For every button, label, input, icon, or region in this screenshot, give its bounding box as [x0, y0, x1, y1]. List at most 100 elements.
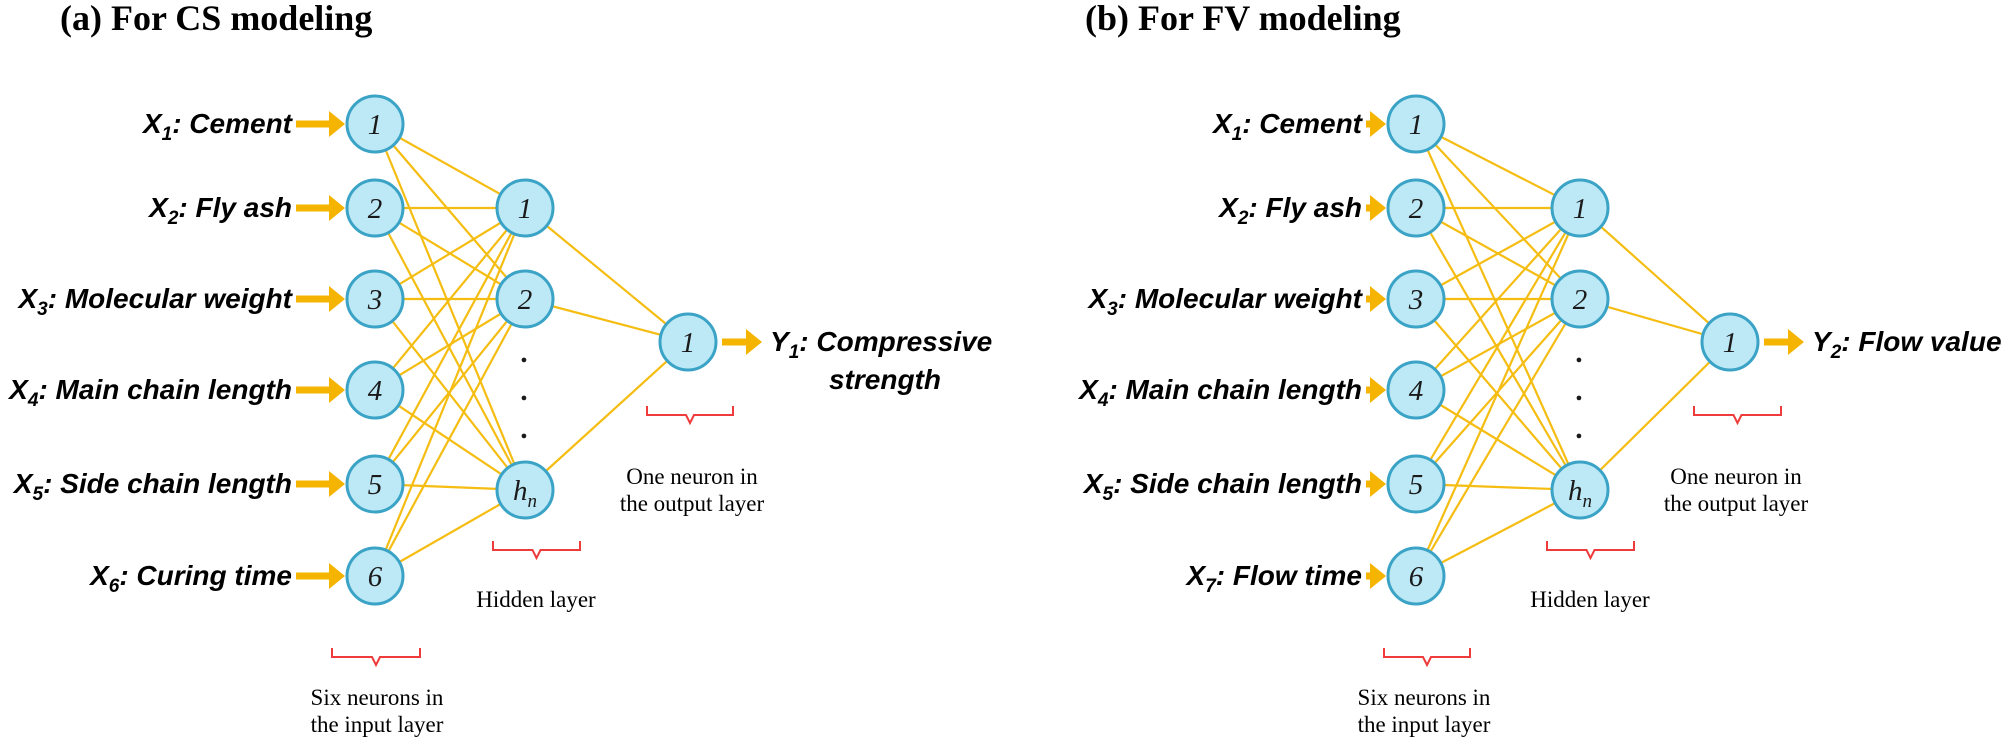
ellipsis-dot: . — [521, 413, 528, 445]
neuron-label: 4 — [1409, 375, 1424, 407]
ellipsis-dot: . — [521, 375, 528, 407]
edge-input-1-hidden-3 — [1414, 123, 1582, 491]
hidden-neuron-2: 2 — [495, 269, 555, 329]
input-arrow-head — [1370, 286, 1386, 312]
hidden-layer-caption-line: Hidden layer — [476, 587, 596, 612]
input-label: X7: Flow time — [1185, 560, 1363, 597]
output-layer-caption-line: One neuron in — [626, 464, 758, 489]
neuron-circle — [1386, 94, 1446, 154]
hidden-layer-caption: Hidden layer — [1530, 587, 1650, 612]
output-arrow-head — [746, 329, 762, 355]
input-arrow-head — [329, 111, 345, 137]
edge-input-4-hidden-1 — [374, 207, 526, 391]
neuron-circle — [1386, 360, 1446, 420]
edge-hidden-1-output — [1579, 207, 1731, 343]
input-neuron-2: 2 — [345, 178, 405, 238]
input-layer-caption-line: Six neurons in — [311, 685, 444, 710]
neuron-label: 3 — [367, 284, 383, 316]
neuron-circle — [345, 269, 405, 329]
input-arrow-head — [329, 286, 345, 312]
hidden-neuron-2: 2 — [1550, 269, 1610, 329]
input-neuron-5: 5 — [345, 454, 405, 514]
neuron-circle — [1550, 269, 1610, 329]
input-arrow-head — [1370, 195, 1386, 221]
input-label: X6: Curing time — [88, 560, 292, 597]
neuron-label: 2 — [1573, 284, 1588, 316]
hidden-neuron-3: hn — [495, 460, 555, 520]
output-layer-bracket — [1693, 406, 1782, 426]
neuron-label: hn — [1568, 475, 1592, 512]
input-neuron-1: 1 — [1386, 94, 1446, 154]
input-label: X5: Side chain length — [1082, 468, 1362, 505]
output-neuron: 1 — [1700, 312, 1760, 372]
input-neuron-4: 4 — [345, 360, 405, 420]
edge-input-6-hidden-1 — [373, 207, 527, 577]
neuron-circle — [1550, 460, 1610, 520]
neuron-circle — [345, 454, 405, 514]
hidden-layer-caption: Hidden layer — [476, 587, 596, 612]
input-layer-bracket — [1383, 648, 1471, 668]
neuron-circle — [495, 460, 555, 520]
edge-input-4-hidden-1 — [1415, 207, 1581, 391]
neuron-label: 6 — [1409, 561, 1424, 593]
hidden-layer-bracket — [492, 541, 581, 561]
hidden-neuron-3: hn — [1550, 460, 1610, 520]
output-arrow-head — [1788, 329, 1804, 355]
neuron-circle — [1386, 454, 1446, 514]
output-layer-caption-line: the output layer — [1664, 491, 1809, 516]
hidden-layer-caption-line: Hidden layer — [1530, 587, 1650, 612]
panel-title: (a) For CS modeling — [60, 0, 372, 38]
edge-hidden-1-output — [524, 207, 689, 343]
input-layer-caption-line: Six neurons in — [1358, 685, 1491, 710]
input-label: X4: Main chain length — [1077, 374, 1362, 411]
edge-input-6-hidden-2 — [1415, 298, 1581, 577]
ellipsis-dot: . — [1576, 375, 1583, 407]
edge-input-6-hidden-1 — [1414, 207, 1582, 577]
neuron-label: 5 — [1409, 469, 1424, 501]
edge-input-4-hidden-3 — [374, 389, 526, 491]
neuron-circle — [495, 178, 555, 238]
neuron-label: 1 — [1409, 109, 1424, 141]
neuron-label: 1 — [681, 327, 696, 359]
neuron-circle — [658, 312, 718, 372]
input-arrow-head — [1370, 471, 1386, 497]
input-neuron-4: 4 — [1386, 360, 1446, 420]
edge-input-5-hidden-1 — [374, 207, 526, 485]
ellipsis-dot: . — [1576, 337, 1583, 369]
input-layer-caption-line: the input layer — [311, 712, 444, 737]
input-neuron-2: 2 — [1386, 178, 1446, 238]
neuron-circle — [345, 94, 405, 154]
neuron-label: hn — [513, 475, 537, 512]
neuron-label: 2 — [1409, 193, 1424, 225]
hidden-neuron-1: 1 — [1550, 178, 1610, 238]
input-arrow-head — [1370, 563, 1386, 589]
edge-hidden-3-output — [1579, 341, 1731, 491]
neuron-circle — [1700, 312, 1760, 372]
neuron-circle — [1386, 269, 1446, 329]
hidden-layer-bracket — [1546, 541, 1635, 561]
input-label: X3: Molecular weight — [1086, 283, 1363, 320]
hidden-neuron-1: 1 — [495, 178, 555, 238]
edge-hidden-3-output — [524, 341, 689, 491]
edge-input-5-hidden-1 — [1415, 207, 1581, 485]
ellipsis-dot: . — [521, 337, 528, 369]
neuron-label: 4 — [368, 375, 383, 407]
input-label: X1: Cement — [1211, 108, 1364, 145]
output-neuron: 1 — [658, 312, 718, 372]
neuron-label: 6 — [368, 561, 383, 593]
edge-input-6-hidden-3 — [1415, 489, 1581, 577]
neuron-label: 1 — [368, 109, 383, 141]
edge-input-4-hidden-3 — [1415, 389, 1581, 491]
neuron-circle — [1386, 546, 1446, 606]
input-label: X3: Molecular weight — [16, 283, 293, 320]
edge-input-2-hidden-3 — [374, 207, 526, 491]
neuron-circle — [345, 178, 405, 238]
input-arrow-head — [1370, 111, 1386, 137]
input-label: X1: Cement — [141, 108, 294, 145]
neuron-label: 1 — [1723, 327, 1738, 359]
output-label: Y2: Flow value — [1812, 326, 2002, 363]
ellipsis-dot: . — [1576, 413, 1583, 445]
